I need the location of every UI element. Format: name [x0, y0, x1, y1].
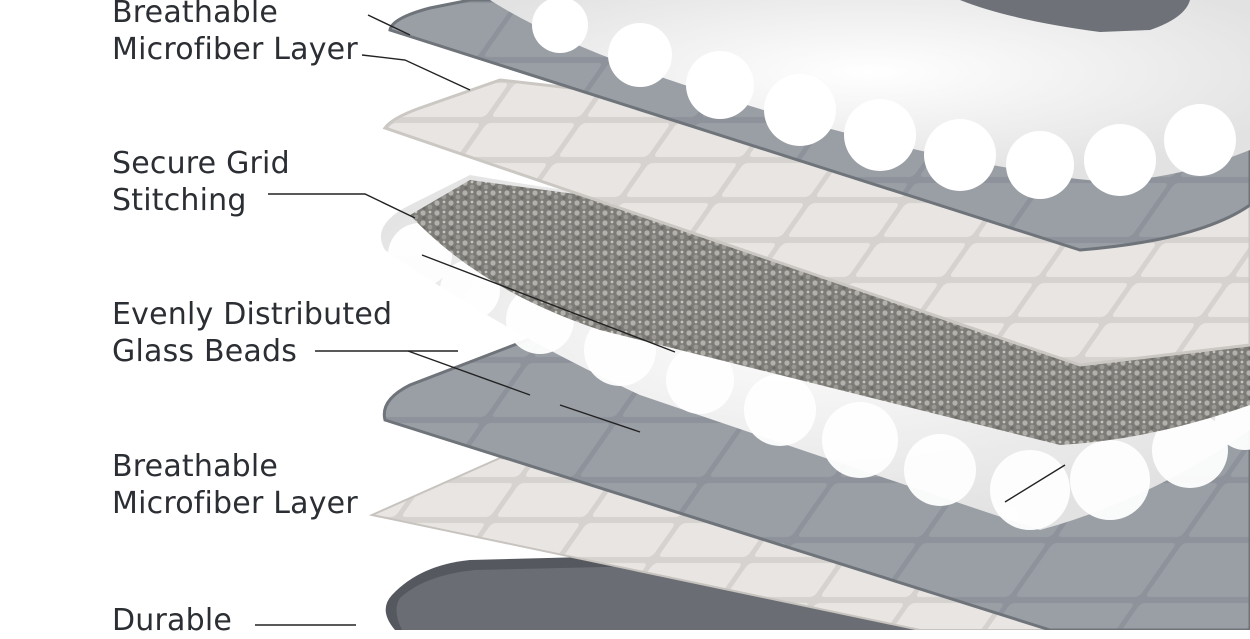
label-line: Breathable — [112, 0, 279, 30]
label-secure-grid-stitching: Secure Grid Stitching — [112, 145, 290, 219]
leader-line-3d — [559, 404, 641, 433]
label-line: Microfiber Layer — [112, 32, 358, 67]
label-line: Stitching — [112, 183, 247, 218]
label-breathable-microfiber-top: Breathable Microfiber Layer — [112, 0, 358, 68]
label-glass-beads: Evenly Distributed Glass Beads — [112, 296, 392, 370]
top-fill-layer — [490, 0, 1250, 199]
label-line: Microfiber Layer — [112, 486, 358, 521]
leader-line-4 — [1004, 464, 1066, 503]
label-line: Breathable — [112, 449, 279, 484]
label-breathable-microfiber-bottom: Breathable Microfiber Layer — [112, 448, 358, 522]
label-durable: Durable — [112, 602, 232, 639]
label-line: Durable — [112, 603, 233, 638]
label-line: Secure Grid — [112, 146, 290, 181]
label-line: Glass Beads — [112, 334, 298, 369]
leader-line-1a — [367, 14, 411, 36]
leader-line-3a — [421, 254, 676, 353]
leader-lines — [255, 14, 1066, 626]
leader-line-3c — [407, 350, 531, 396]
leader-line-1b — [361, 54, 471, 91]
label-line: Evenly Distributed — [112, 297, 393, 332]
leader-line-2 — [268, 193, 416, 219]
